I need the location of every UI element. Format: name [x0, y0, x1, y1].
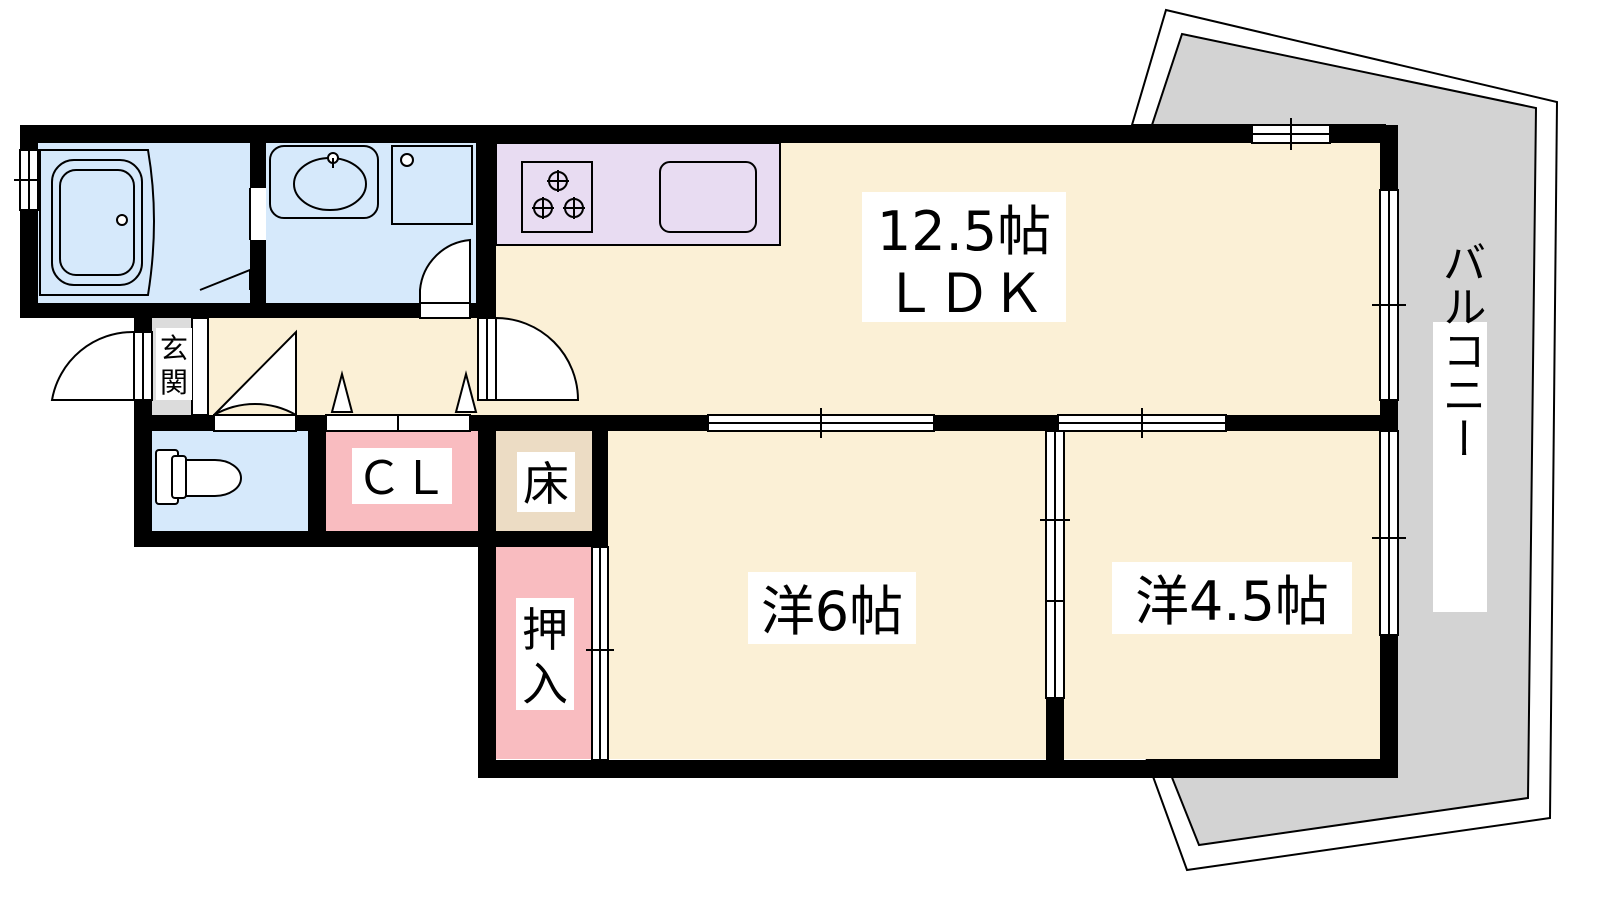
ldk-size-label: 12.5帖: [877, 200, 1051, 263]
bathtub-icon: [39, 149, 155, 296]
wall-entrance-left: [134, 318, 152, 332]
wall-middle-toilet: [296, 415, 326, 431]
oshiire-label-top: 押: [522, 603, 568, 657]
entrance-label-bg: [156, 328, 192, 400]
wall-top-right: [1330, 125, 1385, 143]
sliding-door-icon: [1057, 408, 1227, 438]
wall-right-bottom: [1380, 635, 1398, 760]
sliding-door-icon: [707, 408, 935, 438]
wall-middle-left: [134, 415, 214, 431]
oshiire-label-bg: [516, 598, 574, 710]
toilet-icon: [155, 449, 242, 505]
sink-icon: [269, 145, 379, 219]
western6-label: 洋6帖: [761, 580, 903, 643]
tokonoma-label-bg: [517, 452, 575, 512]
ldk-type-label: ＬＤＫ: [883, 262, 1045, 325]
wall-entrance-lower-left: [134, 400, 152, 535]
wall-bottom: [478, 760, 1398, 778]
western45-label-bg: [1112, 562, 1352, 634]
sliding-door-icon: [1040, 430, 1070, 602]
closet-label-bg: [352, 448, 452, 504]
balcony-label-bg: [1433, 322, 1487, 612]
wall-toilet-cl: [308, 431, 326, 531]
wall-bath-bottom: [20, 303, 420, 318]
wall-lower-bottom: [134, 531, 496, 547]
tokonoma-label: 床: [523, 457, 569, 511]
door-icon: [213, 329, 297, 432]
wall-bath-wash-divider-lower: [250, 240, 266, 303]
door-icon: [477, 316, 580, 401]
sliding-door-icon: [325, 414, 471, 432]
wall-middle-center: [934, 415, 1058, 431]
window-icon: [1372, 189, 1406, 401]
closet-door-marker: [454, 370, 478, 413]
door-icon: [50, 330, 153, 401]
wall-bath-wash-divider: [250, 143, 266, 188]
closet-door-marker: [330, 370, 354, 413]
ldk-label-bg: [862, 192, 1066, 322]
entrance-pillar: [191, 317, 209, 416]
wall-top-left: [20, 125, 1252, 143]
wall-toko-oshiire: [496, 531, 608, 547]
sliding-door-icon: [1045, 600, 1065, 699]
washing-machine-icon: [391, 145, 473, 225]
oshiire-label-bottom: 入: [522, 657, 568, 711]
wall-w6-w45-lower: [1046, 698, 1064, 760]
entrance-label-bottom: 関: [160, 366, 188, 399]
window-icon: [1251, 118, 1331, 150]
wall-middle-right: [1226, 415, 1385, 431]
wall-right-top: [1380, 125, 1398, 190]
doors: [50, 188, 580, 432]
wall-w6-left: [592, 431, 608, 531]
wall-wash-ldk: [476, 143, 496, 315]
balcony: バルコニー: [1130, 8, 1559, 872]
sliding-door-icon: [586, 546, 614, 761]
wall-right-mid: [1380, 400, 1398, 431]
door-icon: [419, 238, 471, 319]
balcony-label: バルコニー: [1435, 240, 1486, 460]
wall-middle-cl: [470, 415, 708, 431]
stove-icon: [521, 161, 593, 233]
entrance-label-top: 玄: [160, 332, 188, 365]
window-icon: [1372, 430, 1406, 636]
window-icon: [14, 149, 44, 211]
closet-label: ＣＬ: [356, 451, 448, 505]
western45-label: 洋4.5帖: [1135, 570, 1329, 633]
western6-label-bg: [748, 572, 916, 644]
labels: 12.5帖 ＬＤＫ ＣＬ 床 押 入 玄 関 洋6帖 洋4.5帖: [156, 192, 1352, 711]
kitchen-sink-icon: [659, 161, 757, 233]
windows: [14, 118, 1406, 761]
wall-cl-toko: [478, 415, 496, 760]
bath-door-icon: [199, 188, 251, 291]
fixtures: [39, 142, 781, 505]
